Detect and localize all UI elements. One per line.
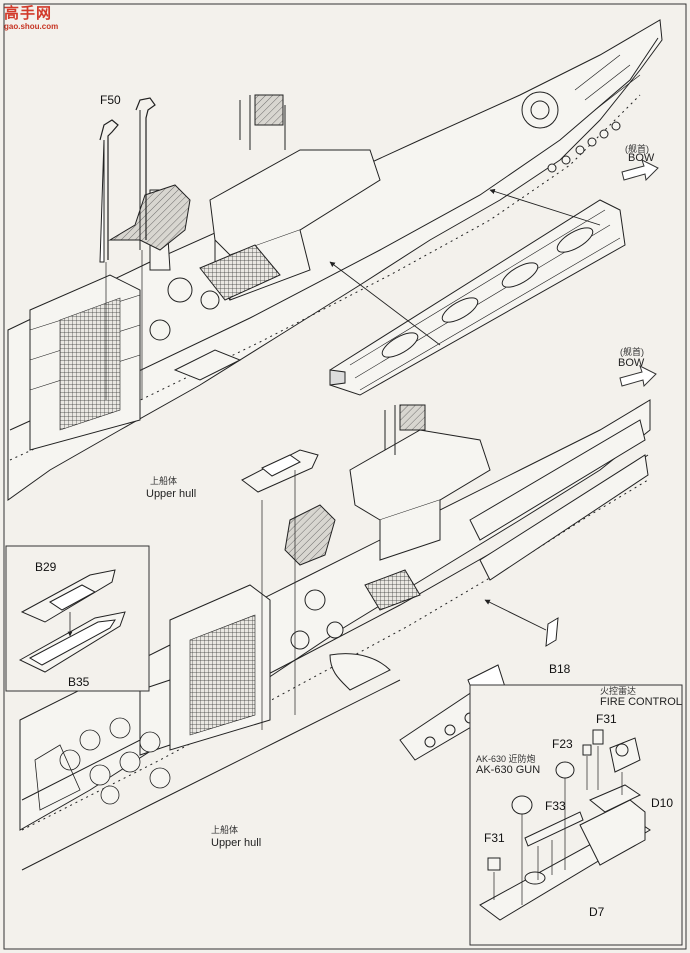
upper-hull-assembly-top bbox=[7, 19, 663, 501]
fire-control-radar bbox=[609, 737, 641, 773]
upper-hull-assembly-bottom bbox=[19, 399, 651, 871]
mast-radar-bottom bbox=[284, 504, 336, 566]
part-f31-top bbox=[592, 729, 604, 745]
part-label-b18: B18 bbox=[549, 662, 571, 676]
gun-label-en: AK-630 GUN bbox=[476, 764, 541, 776]
watermark-url: gao.shou.com bbox=[4, 22, 59, 31]
part-label-b29: B29 bbox=[35, 560, 57, 574]
bow-label-cn-bottom: (舰首) bbox=[620, 347, 644, 357]
bridge-block-top bbox=[209, 149, 381, 256]
bow-label-cn-top: (舰首) bbox=[625, 144, 649, 154]
part-f23 bbox=[582, 744, 592, 756]
davit-f50-left bbox=[99, 119, 119, 260]
davit-f50-right bbox=[135, 97, 156, 240]
deck-grating-bottom bbox=[364, 569, 421, 611]
deck-fans bbox=[59, 717, 171, 805]
part-label-d7: D7 bbox=[589, 905, 605, 919]
bow-arrow-bottom bbox=[619, 365, 657, 388]
part-label-d10: D10 bbox=[651, 796, 674, 810]
gun-label-cn: AK-630 近防炮 bbox=[476, 754, 536, 764]
upper-hull-label-en-bottom: Upper hull bbox=[211, 837, 262, 849]
bow-label-en-top: BOW bbox=[628, 152, 655, 164]
mast-radar-top bbox=[108, 184, 191, 251]
upper-hull-label-cn-top: 上船体 bbox=[150, 476, 178, 486]
lifeboat-bottom-ship bbox=[241, 449, 319, 493]
part-f33 bbox=[524, 811, 584, 847]
part-label-b35: B35 bbox=[68, 675, 90, 689]
inset-lifeboats bbox=[5, 545, 150, 692]
bow-label-en-bottom: BOW bbox=[618, 357, 645, 369]
page-border bbox=[3, 3, 687, 950]
part-b18 bbox=[545, 617, 559, 647]
fire-control-label-cn: 火控雷达 bbox=[600, 686, 637, 696]
upper-hull-label-cn-bottom: 上船体 bbox=[211, 825, 239, 835]
watermark-text: 高手网 bbox=[4, 5, 53, 22]
watermark-logo: 高手网 gao.shou.com bbox=[4, 2, 70, 36]
deck-grating-top bbox=[199, 244, 281, 301]
bow-arrow-top bbox=[621, 159, 659, 182]
plate-d10 bbox=[589, 784, 642, 813]
part-label-f31-bottom: F31 bbox=[484, 831, 505, 845]
fire-control-label-en: FIRE CONTROL bbox=[600, 696, 682, 708]
lifeboat-b29 bbox=[20, 569, 116, 623]
part-label-f23: F23 bbox=[552, 737, 573, 751]
part-f31-bottom bbox=[487, 857, 501, 871]
part-label-f33: F33 bbox=[545, 799, 566, 813]
launcher-part-top bbox=[329, 199, 626, 396]
part-label-f31-top: F31 bbox=[596, 712, 617, 726]
part-label-f50: F50 bbox=[100, 93, 121, 107]
bridge-block-bottom bbox=[349, 429, 491, 521]
hull-top bbox=[7, 19, 663, 501]
upper-hull-label-en-top: Upper hull bbox=[146, 488, 197, 500]
lifeboat-b35 bbox=[18, 611, 126, 673]
